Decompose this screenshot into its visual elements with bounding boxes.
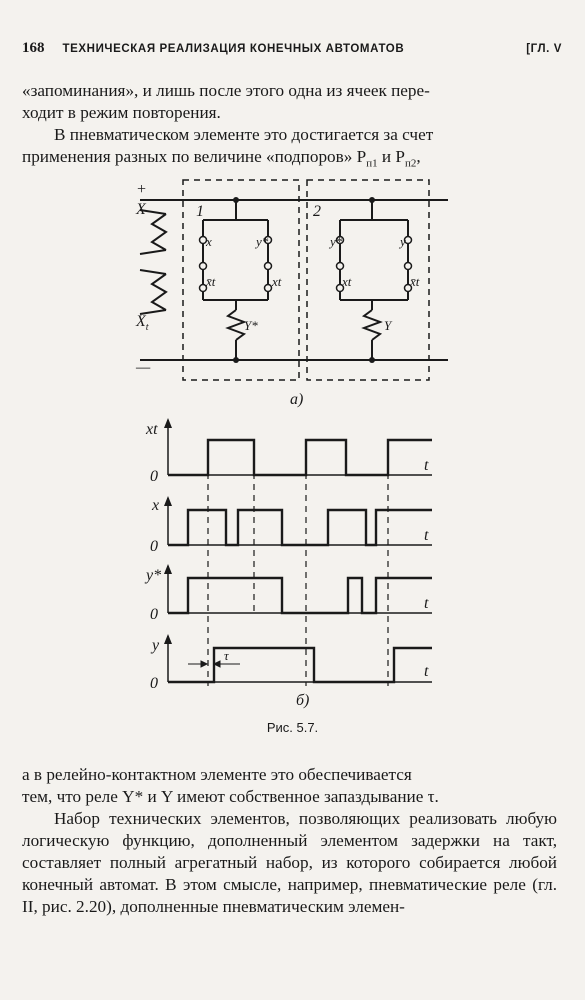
input-x-label: X bbox=[135, 201, 147, 218]
junction-dots bbox=[233, 197, 375, 363]
running-title: ТЕХНИЧЕСКАЯ РЕАЛИЗАЦИЯ КОНЕЧНЫХ АВТОМАТО… bbox=[62, 43, 405, 55]
cell2-number: 2 bbox=[313, 203, 321, 220]
waveform-x bbox=[168, 508, 432, 547]
contact-label: x̄t bbox=[409, 274, 420, 289]
time-label: t bbox=[424, 595, 429, 612]
cell1-number: 1 bbox=[196, 203, 204, 220]
contact-label: x̄t bbox=[205, 274, 216, 289]
text-line: тем, что реле Y* и Y имеют собственное з… bbox=[22, 787, 439, 806]
signal-label-xt: xt bbox=[145, 421, 158, 438]
cell-borders bbox=[182, 179, 430, 381]
relay-y-star bbox=[225, 309, 247, 341]
text-line: В пневматическом элементе это достигаетс… bbox=[54, 125, 434, 144]
contact-label: y* bbox=[328, 234, 343, 249]
coil-x bbox=[150, 213, 168, 251]
page-number: 168 bbox=[22, 40, 45, 56]
tau-marker bbox=[188, 660, 240, 668]
chapter-marker: [ГЛ. V bbox=[526, 43, 562, 55]
zero-label: 0 bbox=[150, 468, 158, 485]
time-label: t bbox=[424, 663, 429, 680]
minus-label: — bbox=[135, 359, 151, 376]
contact-label: xt bbox=[271, 274, 282, 289]
text-line: а в релейно-контактном элементе это обес… bbox=[22, 765, 412, 784]
relay-label: Y* bbox=[244, 318, 258, 333]
contact-label: xt bbox=[341, 274, 352, 289]
figure-caption: Рис. 5.7. bbox=[266, 720, 319, 735]
text-line: «запоминания», и лишь после этого одна и… bbox=[22, 81, 430, 100]
relay-label: Y bbox=[384, 318, 393, 333]
axis-arrows bbox=[164, 418, 172, 644]
closing-paragraphs: а в релейно-контактном элементе это обес… bbox=[22, 764, 557, 918]
tau-label: τ bbox=[224, 648, 230, 663]
text-line: ходит в режим повторения. bbox=[22, 103, 221, 122]
contact-terminals bbox=[198, 235, 413, 293]
page-header: 168 ТЕХНИЧЕСКАЯ РЕАЛИЗАЦИЯ КОНЕЧНЫХ АВТО… bbox=[22, 40, 562, 57]
zero-label: 0 bbox=[150, 606, 158, 623]
zero-label: 0 bbox=[150, 538, 158, 555]
paragraph: Набор технических элементов, позволяющих… bbox=[22, 809, 557, 916]
signal-label-x: x bbox=[151, 497, 159, 514]
running-head: ТЕХНИЧЕСКАЯ РЕАЛИЗАЦИЯ КОНЕЧНЫХ АВТОМАТО… bbox=[63, 43, 563, 55]
contact-label: y bbox=[398, 234, 406, 249]
part-b-label: б) bbox=[296, 692, 309, 709]
contact-label: x bbox=[205, 234, 212, 249]
text-line-with-subscripts: применения разных по величине «подпоров»… bbox=[22, 147, 421, 170]
timing-guides bbox=[207, 440, 389, 686]
part-a-label: а) bbox=[290, 391, 303, 408]
waveform-y bbox=[168, 646, 432, 684]
input-xt-label: Xt bbox=[135, 313, 149, 333]
relay-y bbox=[361, 309, 383, 341]
signal-label-y: y bbox=[150, 637, 160, 654]
signal-label-y-star: y* bbox=[144, 567, 161, 584]
time-label: t bbox=[424, 527, 429, 544]
intro-paragraphs: «запоминания», и лишь после этого одна и… bbox=[22, 80, 557, 174]
plus-label: + bbox=[136, 181, 147, 198]
coil-xt bbox=[150, 273, 168, 311]
waveform-y-star bbox=[168, 576, 432, 615]
time-label: t bbox=[424, 457, 429, 474]
zero-label: 0 bbox=[150, 675, 158, 692]
contact-label: y* bbox=[254, 234, 269, 249]
